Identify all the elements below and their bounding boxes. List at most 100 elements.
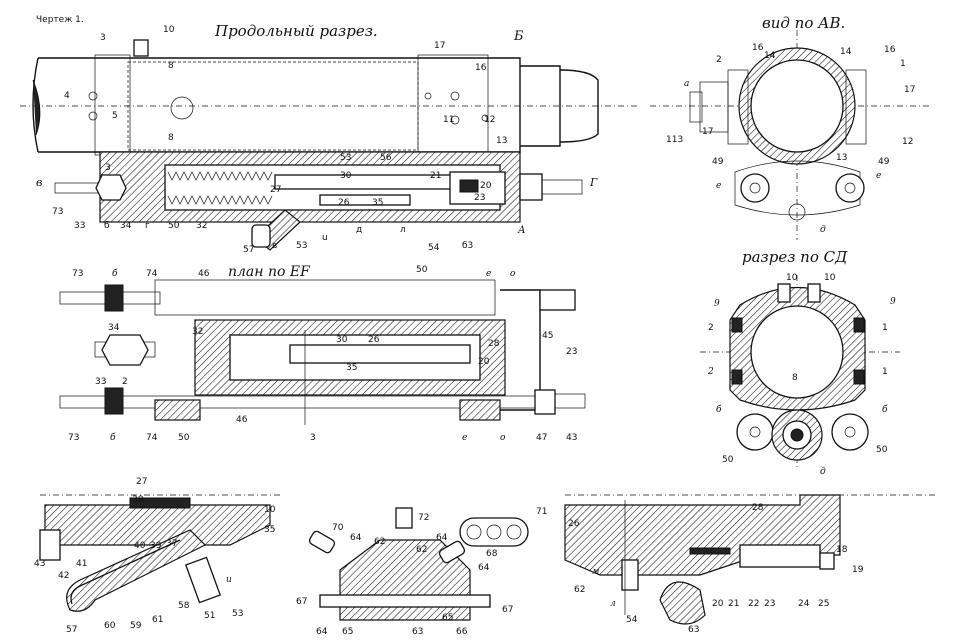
callout: б3 [462,241,473,251]
section-cd-title: разрез по СД [742,248,848,266]
callout: 45 [542,331,553,341]
callout: 13 [836,153,847,163]
callout: е [486,269,491,279]
detail-mid-link [459,517,529,547]
bolt [450,91,460,101]
callout: 19 [852,565,864,575]
callout: 20 [480,181,492,191]
detail-mid-axle [319,594,491,608]
callout: 28 [752,503,764,513]
plan-pin [539,289,576,311]
callout: 51 [204,611,215,621]
callout: 22 [748,599,759,609]
bolt [424,92,432,100]
callout: 20 [478,357,490,367]
lower-block [154,399,201,421]
callout: 113 [666,135,683,145]
rod-lower [319,194,411,206]
detail-right-spring [689,547,731,555]
ab-wheel-left [740,173,770,203]
callout: а [684,79,689,89]
bolt [450,115,460,125]
view-ab: вид по АВ. 2 16 14 14 16 1 17 12 113 17 … [650,14,930,240]
callout: 62 [374,537,385,547]
callout: 34 [108,323,120,333]
callout: б [112,268,118,279]
plunger-cap [251,224,271,248]
spring-coil [167,195,273,205]
callout: м [592,567,599,577]
callout: 49 [878,157,890,167]
callout: 9 [714,299,720,309]
callout: 49 [712,157,724,167]
callout: 17 [702,127,713,137]
tube-break-fill [32,79,41,136]
cd-wheel-hub [749,426,761,438]
callout: 35 [372,198,383,208]
detail-mid-knob [308,530,336,554]
callout: 57 [66,625,77,635]
detail-right: 26 18 19 28 62 м л 54 63 20 21 22 23 24 … [564,494,935,635]
detail-right-screw [621,559,639,591]
callout: 21 [430,171,441,181]
callout: 38 [132,495,144,505]
callout: г [145,221,150,231]
ab-bore [750,59,844,153]
section-cd: разрез по СД 10 10 9 9 2 1 2 1 8 б б 50 … [700,248,900,477]
callout: 10 [824,273,836,283]
callout: u [322,233,328,243]
callout: 50 [876,445,888,455]
callout: 46 [198,269,210,279]
callout: 73 [72,269,83,279]
detail-mid-hole [486,524,502,540]
callout: 20 [712,599,724,609]
callout: е [716,181,721,191]
callout: 35 [346,363,357,373]
view-mark-b: Б [513,29,524,44]
callout: 50 [168,221,180,231]
plan-view: план по ЕF 73 б 74 46 50 е о 34 32 30 26 [59,264,586,443]
detail-mid-knob [438,540,466,564]
callout: 27 [270,185,281,195]
callout: 2 [708,323,714,333]
callout: 17 [434,41,445,51]
callout: 61 [152,615,163,625]
cd-wheel-right [831,413,869,451]
callout: 2 [716,55,722,65]
ab-lower-bolt [788,203,806,221]
callout: 68 [486,549,498,559]
callout: 32 [192,327,203,337]
cd-bolt [807,283,821,303]
detail-right-nut [819,552,835,570]
callout: 73 [52,207,63,217]
callout: 1 [900,59,906,69]
callout: 1 [882,367,888,377]
detail-left-screw [184,556,222,604]
callout: 11 [443,115,454,125]
callout: 14 [840,47,852,57]
plan-hex [101,334,149,366]
callout: 65 [342,627,353,637]
bolt [481,114,489,122]
callout: 71 [536,507,547,517]
shaft-collar [519,173,543,201]
callout: 14 [764,51,776,61]
callout: 10 [786,273,798,283]
callout: д [820,225,826,235]
callout: 9 [890,297,896,307]
upper-nut [104,284,124,312]
callout: 12 [484,115,495,125]
callout: 34 [120,221,132,231]
sheet-label: Чертеж 1. [36,15,84,25]
callout: 5 [112,111,118,121]
callout: 40 [134,541,146,551]
spring-coil [167,171,273,181]
plan-frame [500,289,541,411]
callout: е [876,171,881,181]
callout: 62 [416,545,427,555]
detail-right-rod [739,544,821,568]
callout: 16 [884,45,896,55]
view-ab-title: вид по АВ. [762,14,845,32]
plan-title: план по ЕF [228,264,311,280]
